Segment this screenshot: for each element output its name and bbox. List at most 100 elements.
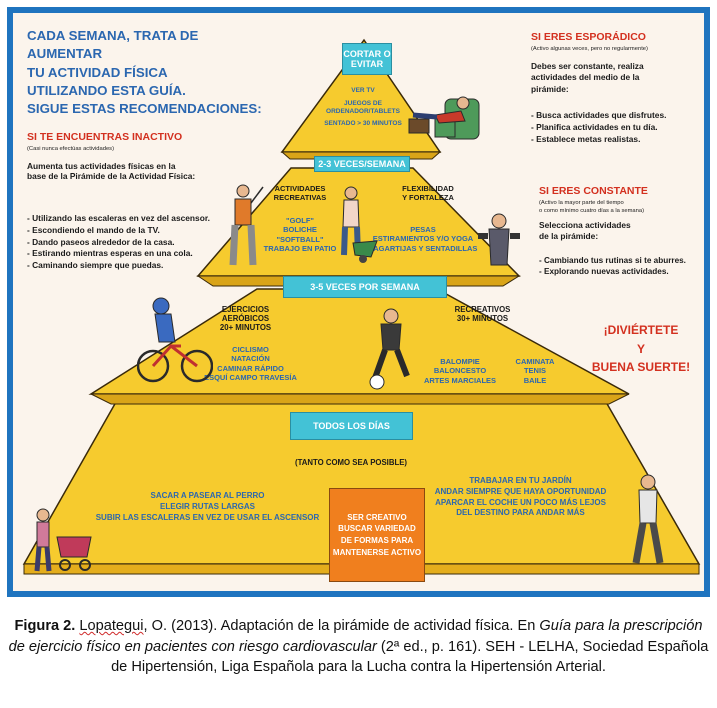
- top-item-tv: VER TV: [351, 87, 375, 94]
- closing-line-2: Y: [636, 341, 645, 356]
- inactive-tip-4: - Estirando mientras esperas en una cola…: [27, 248, 193, 259]
- sporadic-intro-3: pirámide:: [531, 83, 569, 94]
- pyramid-tier-3-ledge: [90, 393, 630, 405]
- sporadic-intro-1: Debes ser constante, realiza: [531, 61, 644, 71]
- soccer-player-illustration: [369, 308, 410, 390]
- constant-intro-1: Selecciona actividades: [539, 220, 631, 230]
- constant-title: SI ERES CONSTANTE: [539, 185, 648, 197]
- tier3-rec-title-1: RECREATIVOS: [454, 305, 511, 314]
- tier2-item-stretch: ESTIRAMIENTOS Y/O YOGA: [372, 234, 474, 244]
- inactive-tip-3: - Dando paseos alrededor de la casa.: [27, 236, 175, 247]
- sporadic-intro: Debes ser constante, realiza actividades…: [531, 61, 691, 95]
- tier2-rec-title-1: ACTIVIDADES: [274, 184, 326, 193]
- header-line-4: SIGUE ESTAS RECOMENDACIONES:: [27, 101, 262, 117]
- tier2-recreational-items: "GOLF" BOLICHE "SOFTBALL" TRABAJO EN PAT…: [259, 216, 341, 254]
- pyramid-graphic: [22, 38, 701, 575]
- tier3-rec-items-a: BALOMPIE BALONCESTO ARTES MARCIALES: [415, 357, 505, 385]
- header-line-2: TU ACTIVIDAD FÍSICA: [27, 64, 168, 80]
- tier2-item-golf: "GOLF": [286, 216, 314, 225]
- weightlifter-illustration: [478, 213, 520, 266]
- figure-caption: Figura 2. Lopategui, O. (2013). Adaptaci…: [8, 616, 709, 678]
- constant-tips: - Cambiando tus rutinas si te aburres. -…: [539, 255, 704, 278]
- tier2-flex-items: PESAS ESTIRAMIENTOS Y/O YOGA LAGARTIJAS …: [363, 225, 483, 253]
- tier3-aerobic-title: EJERCICIOS AERÓBICOS 20+ MINUTOS: [198, 305, 293, 333]
- inactive-tip-5: - Caminando siempre que puedas.: [27, 260, 164, 271]
- inactive-intro-2: base de la Pirámide de la Actividad Físi…: [27, 170, 196, 181]
- header-line-1: CADA SEMANA, TRATA DE AUMENTAR: [27, 28, 199, 62]
- inactive-subtitle: (Casi nunca efectúas actividades): [27, 146, 114, 152]
- sporadic-tip-2: - Planifica actividades en tu día.: [531, 121, 658, 132]
- tier3-item-hiking: CAMINATA: [515, 357, 555, 366]
- poster: CORTAR O EVITAR 2-3 VECES/SEMANA 3-5 VEC…: [13, 13, 704, 591]
- base-note: (TANTO COMO SEA POSIBLE): [294, 458, 408, 467]
- header-line-3: UTILIZANDO ESTA GUÍA.: [27, 83, 186, 99]
- top-item-games-2: ORDENADOR/TABLETS: [326, 108, 400, 116]
- tier3-item-dance: BAILE: [523, 375, 547, 385]
- base-left-items: SACAR A PASEAR AL PERRO ELEGIR RUTAS LAR…: [85, 491, 330, 523]
- tier2-item-pushups: LAGARTIJAS Y SENTADILLAS: [368, 243, 478, 253]
- golfer-illustration: [229, 184, 264, 266]
- sporadic-tip-1: - Busca actividades que disfrutes.: [531, 110, 667, 120]
- caption-part2: (2ª ed., p. 161). SEH - LELHA, Sociedad …: [111, 638, 709, 676]
- top-item-sitting: SENTADO > 30 MINUTOS: [324, 120, 402, 128]
- constant-subtitle-1: (Activo la mayor parte del tiempo: [539, 200, 624, 206]
- sporadic-subtitle: (Activo algunas veces, pero no regularme…: [531, 46, 648, 52]
- closing-line-3: BUENA SUERTE!: [591, 360, 691, 375]
- closing-message: ¡DIVIÉRTETE Y BUENA SUERTE!: [591, 321, 691, 377]
- base-item-garden: TRABAJAR EN TU JARDÍN: [469, 476, 572, 485]
- tier2-item-bowling: BOLICHE: [283, 225, 317, 235]
- label-3-5-per-week: 3-5 VECES POR SEMANA: [283, 276, 447, 298]
- walking-man-illustration: [632, 474, 664, 564]
- tier2-flex-title-2: Y FORTALEZA: [402, 192, 454, 202]
- tier3-item-walking: CAMINAR RÁPIDO: [217, 363, 284, 373]
- constant-intro-2: de la pirámide:: [539, 231, 599, 242]
- label-every-day: TODOS LOS DÍAS: [290, 412, 413, 440]
- label-cut-or-avoid: CORTAR O EVITAR: [342, 43, 392, 75]
- inactive-tip-1: - Utilizando las escaleras en vez del as…: [27, 213, 210, 223]
- constant-tip-2: - Explorando nuevas actividades.: [539, 267, 669, 277]
- inactive-title: SI TE ENCUENTRAS INACTIVO: [27, 131, 183, 143]
- caption-label: Figura 2.: [14, 618, 76, 634]
- caption-part1: , O. (2013). Adaptación de la pirámide d…: [143, 618, 540, 634]
- tier3-aerobic-title-2: 20+ MINUTOS: [219, 323, 272, 333]
- poster-frame: CORTAR O EVITAR 2-3 VECES/SEMANA 3-5 VEC…: [7, 7, 710, 597]
- closing-line-1: ¡DIVIÉRTETE: [603, 323, 679, 337]
- tier3-item-martial-arts: ARTES MARCIALES: [423, 375, 497, 385]
- cut-label-line1: CORTAR O: [343, 48, 391, 59]
- tier3-item-tennis: TENIS: [523, 366, 547, 376]
- tier3-item-cycling: CICLISMO: [232, 345, 269, 354]
- creative-line-4: MANTENERSE ACTIVO: [332, 547, 422, 557]
- tier3-rec-title-2: 30+ MINUTOS: [456, 314, 509, 324]
- cut-label-line2: EVITAR: [350, 59, 384, 69]
- tv-watcher-illustration: [408, 96, 480, 140]
- constant-subtitle: (Activo la mayor parte del tiempo o como…: [539, 200, 644, 215]
- base-item-walk: ANDAR SIEMPRE QUE HAYA OPORTUNIDAD: [434, 486, 607, 496]
- inactive-intro: Aumenta tus actividades físicas en la ba…: [27, 161, 242, 182]
- inactive-intro-1: Aumenta tus actividades físicas en la: [27, 161, 176, 171]
- tier3-item-basketball: BALONCESTO: [433, 366, 487, 376]
- base-item-park: APARCAR EL COCHE UN POCO MÁS LEJOS: [435, 497, 606, 507]
- tier3-rec-title: RECREATIVOS 30+ MINUTOS: [445, 305, 520, 323]
- tier2-item-yard: TRABAJO EN PATIO: [263, 244, 337, 254]
- base-item-routes: ELEGIR RUTAS LARGAS: [160, 501, 255, 511]
- sporadic-intro-2: actividades del medio de la: [531, 72, 640, 83]
- tier3-item-swimming: NATACIÓN: [231, 354, 270, 364]
- creative-box: SER CREATIVO BUSCAR VARIEDAD DE FORMAS P…: [329, 488, 425, 582]
- constant-tip-1: - Cambiando tus rutinas si te aburres.: [539, 256, 686, 265]
- tier3-rec-items-b: CAMINATA TENIS BAILE: [510, 357, 560, 385]
- cyclist-illustration: [137, 297, 213, 383]
- tier3-item-ski: ESQUÍ CAMPO TRAVESÍA: [204, 373, 297, 383]
- sporadic-title: SI ERES ESPORÁDICO: [531, 31, 646, 43]
- inactive-tips: - Utilizando las escaleras en vez del as…: [27, 213, 252, 272]
- creative-line-3: DE FORMAS PARA: [340, 536, 414, 545]
- tier2-item-weights: PESAS: [410, 225, 436, 234]
- tier3-aerobic-title-1: EJERCICIOS AERÓBICOS: [221, 305, 270, 324]
- sporadic-tips: - Busca actividades que disfrutes. - Pla…: [531, 110, 696, 145]
- top-tier-items: VER TV JUEGOS DE ORDENADOR/TABLETS SENTA…: [303, 87, 423, 129]
- caption-author: Lopategui: [79, 618, 144, 634]
- tier2-flex-title: FLEXIBILIDAD Y FORTALEZA: [393, 184, 463, 203]
- base-right-items: TRABAJAR EN TU JARDÍN ANDAR SIEMPRE QUE …: [413, 476, 628, 519]
- tier2-rec-title-2: RECREATIVAS: [273, 192, 327, 202]
- gardener-illustration: [341, 186, 378, 263]
- constant-intro: Selecciona actividades de la pirámide:: [539, 220, 689, 243]
